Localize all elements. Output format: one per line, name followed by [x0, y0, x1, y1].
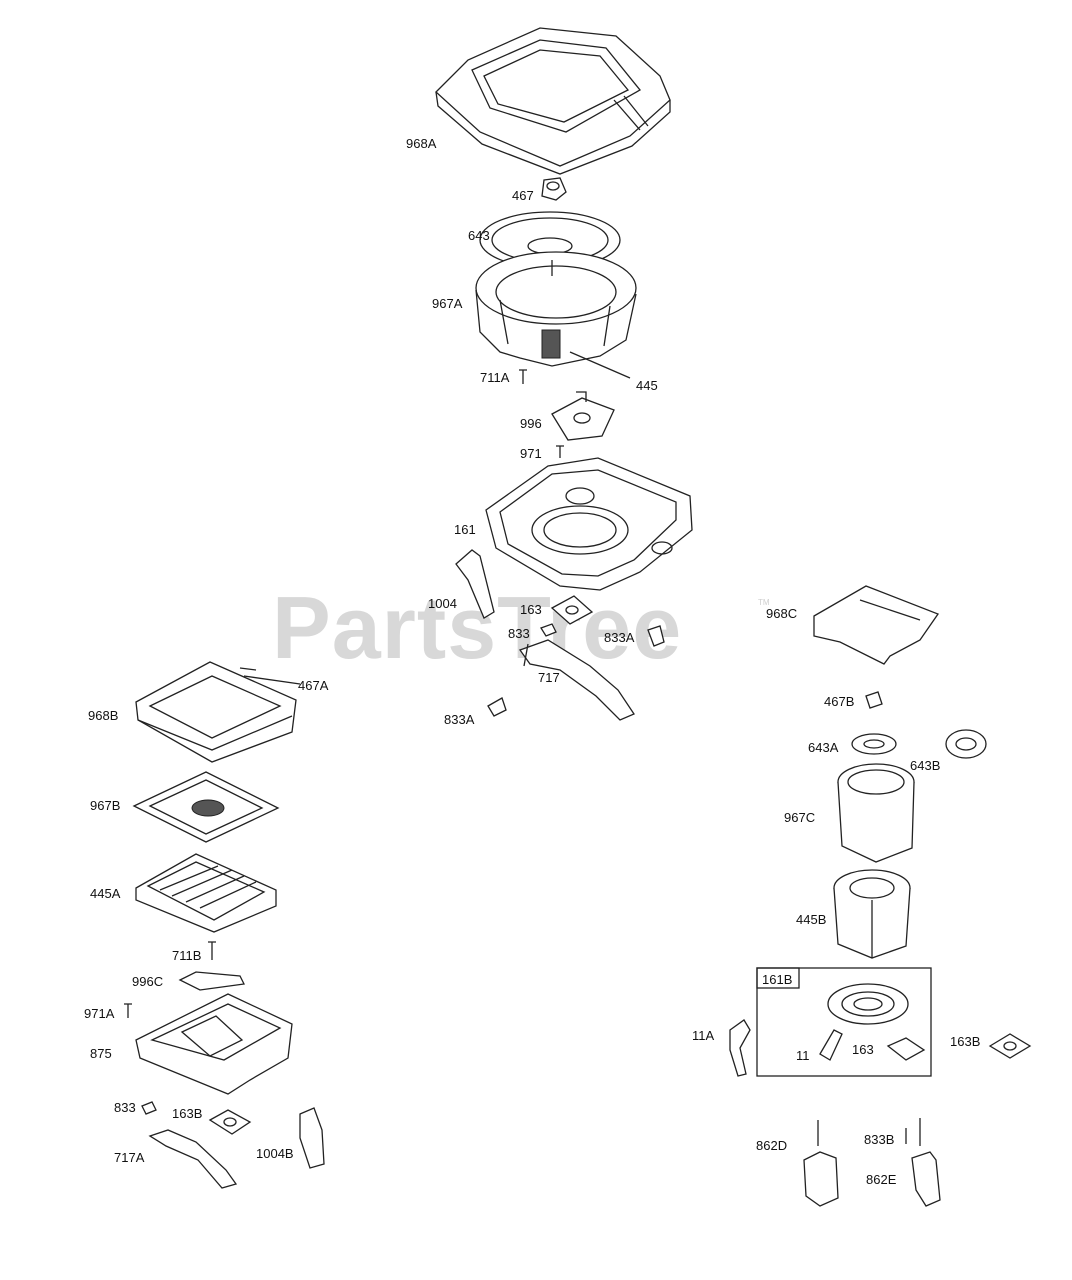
part-996c-clip[interactable]: [178, 971, 245, 991]
label-967c: 967C: [784, 810, 816, 825]
part-833a-screw-left[interactable]: [487, 697, 507, 717]
label-971a: 971A: [84, 1006, 115, 1021]
label-875: 875: [90, 1046, 112, 1061]
label-968a: 968A: [406, 136, 437, 151]
part-1004b-bracket[interactable]: [299, 1107, 325, 1169]
label-445b: 445B: [796, 912, 827, 927]
label-467a: 467A: [298, 678, 329, 693]
part-445a-prefilter[interactable]: [135, 853, 277, 933]
label-467b: 467B: [824, 694, 855, 709]
part-833-screw[interactable]: [540, 623, 557, 637]
part-467b-nut[interactable]: [865, 691, 883, 709]
label-833a-right: 833A: [604, 630, 635, 645]
part-11a-linkage[interactable]: [729, 1019, 751, 1077]
label-163b-left: 163B: [172, 1106, 203, 1121]
label-971: 971: [520, 446, 542, 461]
part-971a-screw[interactable]: [124, 1003, 132, 1018]
part-968c-cover[interactable]: [813, 585, 940, 665]
label-833-left: 833: [114, 1100, 136, 1115]
label-163: 163: [520, 602, 542, 617]
label-161b: 161B: [762, 972, 793, 987]
watermark-trademark: TM: [758, 598, 770, 607]
label-643: 643: [468, 228, 490, 243]
label-643a: 643A: [808, 740, 839, 755]
part-711a-screw[interactable]: [519, 369, 527, 384]
part-875-base[interactable]: [135, 993, 293, 1095]
label-711a: 711A: [480, 370, 510, 385]
label-968c: 968C: [766, 606, 798, 621]
part-862e-bracket[interactable]: [911, 1151, 941, 1207]
label-1004b: 1004B: [256, 1146, 294, 1161]
label-717: 717: [538, 670, 560, 685]
label-862d: 862D: [756, 1138, 788, 1153]
part-717a-linkage[interactable]: [148, 1129, 238, 1189]
label-1004: 1004: [428, 596, 457, 611]
label-445: 445: [636, 378, 658, 393]
part-967a-housing[interactable]: [475, 251, 637, 379]
part-643a-seal[interactable]: [851, 733, 897, 755]
part-163b-gasket-left[interactable]: [208, 1109, 252, 1135]
part-968a-cover[interactable]: [435, 27, 671, 175]
part-163b-gasket-right[interactable]: [988, 1033, 1032, 1059]
part-161-base[interactable]: [485, 457, 693, 591]
part-643b-seal[interactable]: [945, 729, 987, 759]
label-833: 833: [508, 626, 530, 641]
label-11: 11: [796, 1048, 810, 1063]
label-996: 996: [520, 416, 542, 431]
label-445a: 445A: [90, 886, 121, 901]
label-161: 161: [454, 522, 476, 537]
label-11a: 11A: [692, 1028, 715, 1043]
label-967b: 967B: [90, 798, 121, 813]
label-968b: 968B: [88, 708, 119, 723]
label-833b: 833B: [864, 1132, 895, 1147]
label-643b: 643B: [910, 758, 941, 773]
part-163-gasket[interactable]: [550, 595, 594, 625]
part-967b-filter[interactable]: [132, 771, 280, 843]
label-862e: 862E: [866, 1172, 897, 1187]
label-163b-right: 163B: [950, 1034, 981, 1049]
part-833b-screw[interactable]: [905, 1118, 921, 1146]
part-833a-screw-right[interactable]: [647, 625, 665, 647]
part-996-bracket[interactable]: [551, 391, 615, 441]
label-711b: 711B: [172, 948, 202, 963]
label-967a: 967A: [432, 296, 463, 311]
part-967c-filter[interactable]: [837, 763, 915, 863]
part-971-screw[interactable]: [556, 445, 564, 458]
label-163-right: 163: [852, 1042, 874, 1057]
part-1004-bracket[interactable]: [455, 549, 495, 619]
part-161b-kit-box[interactable]: [756, 967, 932, 1077]
part-467-nut[interactable]: [541, 177, 567, 201]
part-862d-bracket[interactable]: [803, 1120, 839, 1207]
part-717-linkage[interactable]: [518, 639, 635, 721]
part-445b-element[interactable]: [833, 869, 911, 959]
label-467: 467: [512, 188, 534, 203]
label-833a-left: 833A: [444, 712, 475, 727]
label-996c: 996C: [132, 974, 164, 989]
part-711b-screw[interactable]: [208, 941, 216, 960]
part-833-screw-left[interactable]: [141, 1101, 157, 1115]
label-717a: 717A: [114, 1150, 145, 1165]
part-968b-cover[interactable]: [135, 661, 301, 763]
